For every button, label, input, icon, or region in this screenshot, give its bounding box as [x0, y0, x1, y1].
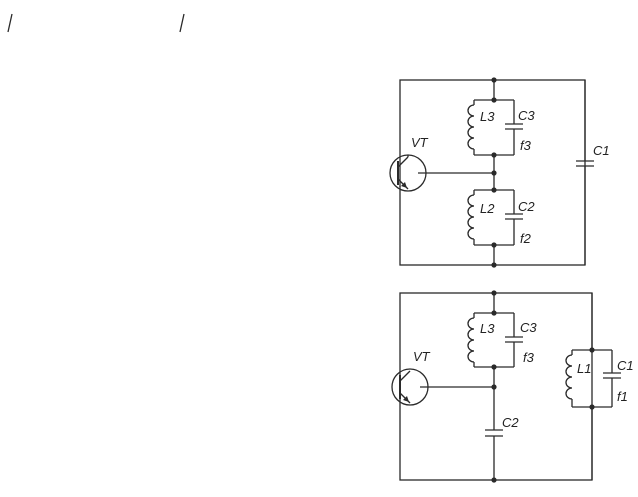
- bottom-tank-right: [565, 293, 621, 480]
- bottom-label-c1: C1: [617, 358, 634, 373]
- top-tank-upper: [467, 99, 523, 156]
- inductor-l2-top-icon: [467, 194, 475, 240]
- inductor-l3-bottom-icon: [467, 317, 475, 363]
- top-label-f2: f2: [520, 231, 532, 246]
- top-label-c2: C2: [518, 199, 535, 214]
- bottom-label-c2: C2: [502, 415, 519, 430]
- top-label-l2: L2: [480, 201, 495, 216]
- inductor-l1-bottom-icon: [565, 354, 573, 400]
- inductor-l3-top-icon: [467, 104, 475, 150]
- bottom-tank-upper: [467, 312, 523, 368]
- bottom-label-l3: L3: [480, 321, 495, 336]
- bottom-label-f3: f3: [523, 350, 535, 365]
- bottom-label-f1: f1: [617, 389, 628, 404]
- top-label-c3: C3: [518, 108, 535, 123]
- top-label-l3: L3: [480, 109, 495, 124]
- top-label-vt: VT: [411, 135, 429, 150]
- transistor-vt-top-icon: [389, 154, 494, 192]
- top-label-f3: f3: [520, 138, 532, 153]
- bottom-circuit: VT L3 C3 f3 C2 L1 C1 f1: [391, 290, 634, 483]
- transistor-vt-bottom-icon: [391, 368, 494, 406]
- top-label-c1: C1: [593, 143, 610, 158]
- bottom-label-vt: VT: [413, 349, 431, 364]
- bottom-label-c3: C3: [520, 320, 537, 335]
- top-edge-marks: [7, 13, 185, 33]
- bottom-label-l1: L1: [577, 361, 591, 376]
- top-circuit: VT L3 C3 f3 L2 C2 f2 C1: [389, 77, 610, 268]
- top-tank-lower: [467, 189, 523, 246]
